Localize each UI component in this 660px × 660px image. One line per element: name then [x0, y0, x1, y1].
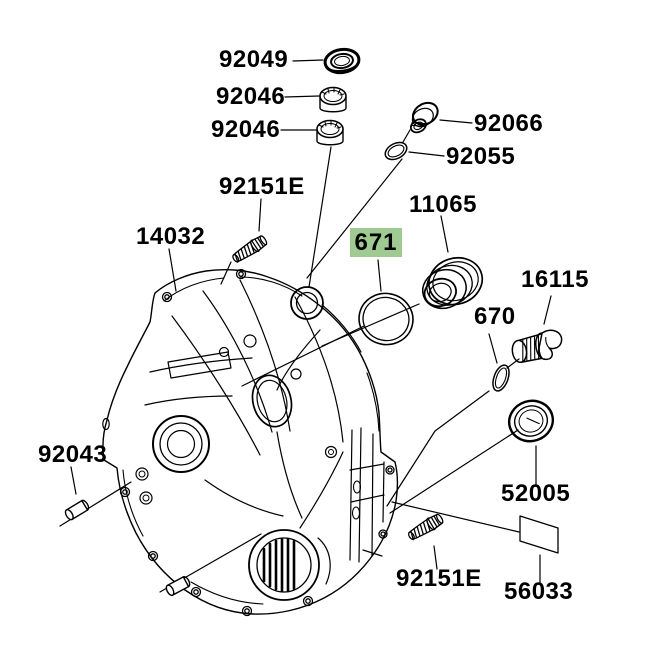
part-callout-92043[interactable]: 92043 [38, 441, 108, 468]
cap-11065-drawing [421, 256, 484, 310]
oil-filler-plug-16115-drawing [511, 329, 563, 364]
caution-label-drawing [519, 515, 559, 554]
flange-bolt-drawing-bottom [405, 511, 446, 544]
plug-cap-92066-drawing [409, 101, 439, 134]
dowel-pin-drawing-2 [164, 574, 192, 598]
o-ring-670-drawing [492, 364, 510, 392]
needle-bearing-drawing-1 [319, 86, 347, 113]
part-callout-52005[interactable]: 52005 [501, 480, 571, 507]
part-callout-670[interactable]: 670 [474, 303, 516, 330]
part-callout-92046-1[interactable]: 92046 [216, 83, 286, 110]
needle-bearing-drawing-2 [316, 119, 344, 146]
part-callout-92055[interactable]: 92055 [446, 143, 516, 170]
part-callout-56033[interactable]: 56033 [504, 578, 574, 605]
part-callout-671-highlighted[interactable]: 671 [350, 228, 402, 257]
part-callout-92151E-bottom[interactable]: 92151E [396, 565, 482, 592]
clutch-cover-drawing [102, 268, 399, 617]
dowel-pin-drawing-1 [63, 498, 91, 522]
o-ring-671-drawing [358, 292, 414, 346]
part-callout-92066[interactable]: 92066 [474, 110, 544, 137]
o-ring-92055-drawing [384, 141, 408, 161]
part-callout-92049[interactable]: 92049 [219, 46, 289, 73]
part-callout-92151E-top[interactable]: 92151E [219, 173, 305, 200]
oil-seal-92049-drawing [323, 47, 361, 75]
part-callout-16115[interactable]: 16115 [521, 266, 589, 293]
part-callout-11065[interactable]: 11065 [409, 191, 477, 218]
part-callout-14032[interactable]: 14032 [136, 223, 206, 250]
flange-bolt-drawing-top [229, 233, 270, 266]
seal-ring-52005-drawing [507, 399, 555, 443]
part-callout-92046-2[interactable]: 92046 [211, 116, 281, 143]
